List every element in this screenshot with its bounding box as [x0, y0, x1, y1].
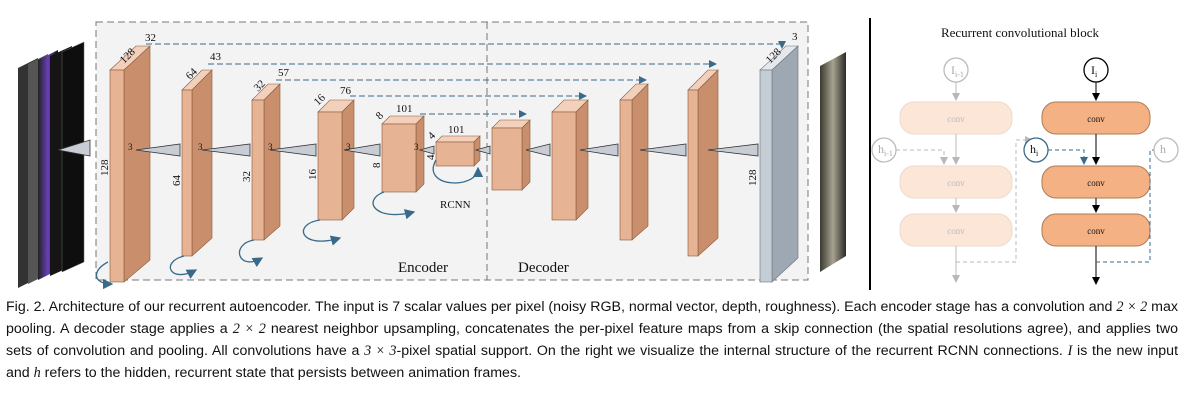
caption-fig-number: Fig. 2. [6, 299, 46, 315]
encoder-block-3 [251, 83, 281, 241]
caption-text-4: -pixel spatial support. On the right we … [396, 343, 1068, 359]
kernel-label-2: 3 [198, 142, 203, 152]
prev-hidden-label: hi-1 [878, 142, 893, 158]
decoder-block-2 [551, 99, 589, 221]
caption-math-1: 2 × 2 [1116, 299, 1148, 315]
block4-top-label: 76 [340, 85, 352, 97]
svg-text:conv: conv [947, 178, 965, 188]
caption-math-5: h [33, 365, 41, 381]
caption-text-5: is the new input and [6, 343, 1179, 381]
decoder-label: Decoder [518, 260, 569, 276]
encoder-block-1 [109, 45, 151, 283]
block3-top-label: 57 [278, 67, 290, 79]
kernel-label-5: 3 [414, 142, 419, 152]
block5-top-label: 101 [396, 103, 413, 115]
encoder-block-5 [381, 115, 425, 193]
next-hidden-label: h [1160, 142, 1166, 156]
svg-text:conv: conv [1087, 226, 1105, 236]
output-block [759, 45, 799, 283]
recurrent-loops [95, 159, 484, 290]
input-image-stack [18, 41, 85, 288]
kernel-pyramids [57, 139, 759, 157]
block4-bottom-label: 16 [307, 169, 319, 181]
block2-bottom-label: 64 [171, 175, 183, 187]
block5-bottom-label: 8 [371, 162, 383, 168]
cur-hidden-label: hi [1030, 142, 1039, 158]
cur-input-label: Ii [1091, 63, 1098, 79]
encoder-block-4 [317, 99, 355, 221]
prev-input-label: Ii-1 [951, 63, 964, 79]
bottleneck-block [435, 135, 481, 167]
kernel-label-3: 3 [268, 142, 273, 152]
caption-math-2: 2 × 2 [232, 321, 266, 337]
caption-math-4: I [1067, 343, 1073, 359]
decoder-block-1 [491, 119, 531, 191]
block1-top-label: 32 [145, 32, 156, 44]
decoder-block-4 [687, 69, 719, 257]
bottleneck-bottom-label: 4 [425, 154, 437, 160]
block2-top-label: 43 [210, 51, 222, 63]
output-image [820, 52, 846, 272]
input-channel-label: 128 [99, 159, 111, 176]
caption-text-2: max pooling. A decoder stage applies a [6, 299, 1178, 337]
bottleneck-top-label: 101 [448, 124, 465, 136]
svg-text:conv: conv [1087, 114, 1105, 124]
output-bottom-label: 128 [747, 169, 759, 186]
caption-text-6: refers to the hidden, recurrent state th… [40, 365, 521, 381]
decoder-block-3 [619, 83, 649, 241]
kernel-label-1: 3 [128, 142, 133, 152]
next-hidden-node [1153, 137, 1179, 163]
output-top-label: 3 [792, 31, 798, 43]
architecture-figure: 128 32 128 43 64 64 57 32 32 76 16 16 10… [18, 18, 1179, 290]
rcnn-diagram: Recurrent convolutional block Ii-1 conv … [871, 25, 1179, 285]
caption-text-1: Architecture of our recurrent autoencode… [48, 299, 1117, 315]
caption-text-3: nearest neighbor upsampling, concatenate… [6, 321, 1178, 359]
kernel-label-4: 3 [346, 142, 351, 152]
block3-bottom-label: 32 [241, 171, 253, 182]
encoder-block-2 [181, 69, 213, 257]
rcnn-label: RCNN [440, 199, 471, 211]
skip-connections [146, 41, 786, 118]
svg-text:conv: conv [947, 114, 965, 124]
svg-text:conv: conv [947, 226, 965, 236]
rcnn-title: Recurrent convolutional block [941, 25, 1100, 40]
encoder-label: Encoder [398, 260, 448, 276]
caption-math-3: 3 × 3 [364, 343, 397, 359]
figure-caption: Fig. 2. Architecture of our recurrent au… [6, 296, 1178, 384]
svg-text:conv: conv [1087, 178, 1105, 188]
